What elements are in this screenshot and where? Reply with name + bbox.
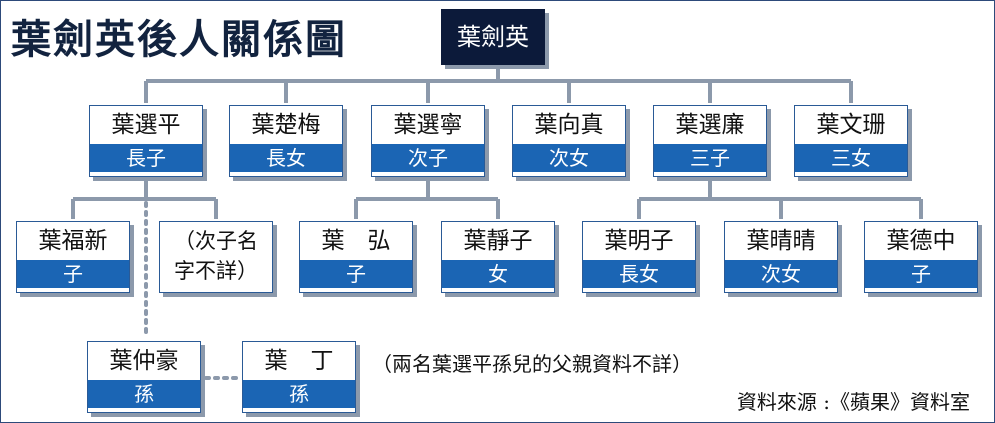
node-name: 葉 弘 [321,228,391,254]
node-role: 三子 [654,144,766,172]
note-line-2: 字不詳） [174,259,258,283]
node-great-grandchild-2: 葉 丁 孫 [242,341,356,413]
node-name: 葉楚梅 [251,112,321,138]
node-role: 孫 [243,380,355,408]
node-grandchild-3: 葉 弘 子 [299,221,413,293]
node-child-2: 葉楚梅 長女 [229,105,343,177]
node-role: 長女 [230,144,342,172]
node-name: 葉選寧 [393,112,463,138]
node-child-4: 葉向真 次女 [512,105,626,177]
node-role: 孫 [88,380,200,408]
node-root: 葉劍英 [441,9,545,65]
node-role: 長女 [583,260,695,288]
node-role: 子 [865,260,977,288]
node-name: 葉選廉 [675,112,745,138]
node-name: 葉福新 [38,228,108,254]
node-grandchild-unknown: （次子名 字不詳） [159,221,273,293]
node-child-5: 葉選廉 三子 [653,105,767,177]
note-line-1: （次子名 [174,229,258,253]
node-child-3: 葉選寧 次子 [371,105,485,177]
node-role: 子 [17,260,129,288]
node-child-1: 葉選平 長子 [89,105,203,177]
node-name: 葉向真 [534,112,604,138]
node-root-name: 葉劍英 [457,23,529,51]
node-child-6: 葉文珊 三女 [794,105,908,177]
node-role: 次女 [513,144,625,172]
node-grandchild-4: 葉靜子 女 [441,221,555,293]
grandchildren-note-caption: （兩名葉選平孫兒的父親資料不詳） [372,352,692,376]
node-role: 長子 [90,144,202,172]
node-name: 葉德中 [886,228,956,254]
node-role: 子 [300,260,412,288]
node-role: 次女 [725,260,837,288]
source-credit: 資料來源 :《蘋果》資料室 [736,390,970,414]
node-name: 葉文珊 [816,112,886,138]
node-great-grandchild-1: 葉仲豪 孫 [87,341,201,413]
node-role: 三女 [795,144,907,172]
node-role: 女 [442,260,554,288]
node-name: 葉 丁 [264,348,334,374]
node-name: 葉選平 [111,112,181,138]
node-grandchild-6: 葉晴晴 次女 [724,221,838,293]
node-grandchild-7: 葉德中 子 [864,221,978,293]
node-grandchild-5: 葉明子 長女 [582,221,696,293]
node-name: 葉明子 [604,228,674,254]
node-name: 葉仲豪 [109,348,179,374]
diagram-title: 葉劍英後人關係圖 [11,17,347,63]
node-role: 次子 [372,144,484,172]
node-grandchild-1: 葉福新 子 [16,221,130,293]
node-name: 葉晴晴 [746,228,816,254]
node-name: 葉靜子 [463,228,533,254]
